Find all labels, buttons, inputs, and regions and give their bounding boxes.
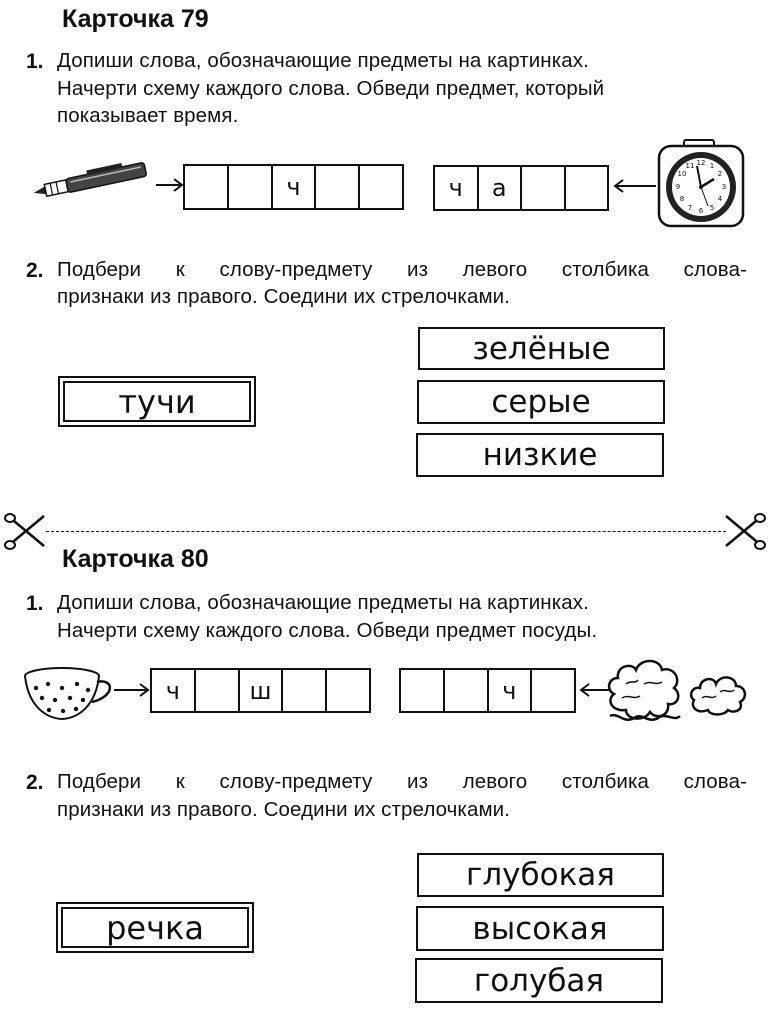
card-79-task-2-line-1: Подбери к слову-предмету из левого столб…: [57, 258, 747, 281]
cloud-icon[interactable]: [604, 654, 684, 728]
letter-cell[interactable]: [445, 670, 489, 711]
cut-line: [46, 531, 726, 532]
letter-cell[interactable]: [566, 167, 608, 209]
svg-text:3: 3: [722, 183, 726, 191]
card-79-adjective-box[interactable]: зелёные: [418, 327, 665, 370]
card-79-task-1-line-2: Начерти схему каждого слова. Обведи пред…: [57, 77, 605, 100]
svg-text:2: 2: [718, 170, 722, 178]
svg-text:9: 9: [676, 183, 680, 191]
letter-cell[interactable]: [327, 670, 369, 711]
svg-text:10: 10: [678, 170, 687, 178]
svg-text:11: 11: [686, 162, 695, 170]
letter-cell[interactable]: [360, 166, 402, 208]
card-79-task-2-number: 2.: [26, 259, 44, 282]
letter-cell[interactable]: [229, 166, 273, 208]
teacup-icon[interactable]: [22, 666, 114, 724]
arrow-right-icon: [114, 683, 150, 697]
letter-cell[interactable]: [316, 166, 361, 208]
letter-cell[interactable]: ч: [435, 167, 479, 209]
card-80-task-2-line-1: Подбери к слову-предмету из левого столб…: [57, 770, 747, 793]
card-79-task-1-line-1: Допиши слова, обозначающие предметы на к…: [57, 49, 589, 72]
svg-text:8: 8: [680, 195, 684, 203]
svg-text:4: 4: [718, 195, 723, 203]
letter-cell[interactable]: ч: [152, 670, 196, 711]
svg-text:5: 5: [710, 204, 714, 212]
letter-cell[interactable]: ч: [273, 166, 317, 208]
card-79-task-2-line-2: признаки из правого. Соедини их стрелочк…: [57, 285, 510, 308]
card-80-task-1-number: 1.: [26, 592, 44, 615]
card-80-task-2-line-2: признаки из правого. Соедини их стрелочк…: [57, 798, 510, 821]
scissors-icon: [725, 513, 766, 550]
letter-cell[interactable]: ш: [240, 670, 284, 711]
card-80-adjective-box[interactable]: высокая: [416, 906, 664, 951]
card-79-noun-box[interactable]: тучи: [58, 376, 256, 427]
pen-icon: [33, 162, 147, 198]
letter-cell[interactable]: [196, 670, 240, 711]
card-79-adjective-box[interactable]: низкие: [416, 433, 664, 477]
letter-cell[interactable]: а: [479, 167, 522, 209]
cloud-icon[interactable]: [686, 672, 748, 718]
card-79-word-scheme-right[interactable]: ч а: [433, 165, 609, 211]
card-80-task-1-line-1: Допиши слова, обозначающие предметы на к…: [57, 591, 589, 614]
card-80-task-2-number: 2.: [26, 771, 44, 794]
svg-text:1: 1: [710, 162, 714, 170]
card-79-task-1-number: 1.: [26, 50, 44, 73]
card-80-adjective-box[interactable]: глубокая: [417, 853, 664, 897]
svg-text:7: 7: [688, 204, 692, 212]
letter-cell[interactable]: [522, 167, 566, 209]
arrow-right-icon: [156, 178, 184, 192]
card-79-task-1-line-3: показывает время.: [57, 104, 239, 127]
noun-label: тучи: [63, 381, 251, 422]
card-80-adjective-box[interactable]: голубая: [415, 958, 663, 1003]
arrow-left-icon: [613, 179, 656, 193]
card-80-title: Карточка 80: [62, 545, 209, 573]
card-80-noun-box[interactable]: речка: [56, 902, 254, 953]
letter-cell[interactable]: [532, 670, 574, 711]
card-80-task-1-line-2: Начерти схему каждого слова. Обведи пред…: [57, 619, 598, 642]
scissors-icon: [4, 513, 45, 550]
card-79-title: Карточка 79: [62, 5, 209, 33]
letter-cell[interactable]: ч: [489, 670, 533, 711]
card-79-adjective-box[interactable]: серые: [417, 380, 665, 424]
svg-text:6: 6: [699, 207, 704, 215]
svg-text:12: 12: [697, 159, 706, 167]
letter-cell[interactable]: [283, 670, 328, 711]
card-80-word-scheme-right[interactable]: ч: [399, 668, 576, 713]
card-80-word-scheme-left[interactable]: ч ш: [150, 668, 371, 713]
letter-cell[interactable]: [185, 166, 229, 208]
arrow-left-icon: [579, 683, 612, 697]
letter-cell[interactable]: [401, 670, 445, 711]
noun-label: речка: [61, 907, 249, 948]
card-79-word-scheme-left[interactable]: ч: [183, 164, 404, 210]
